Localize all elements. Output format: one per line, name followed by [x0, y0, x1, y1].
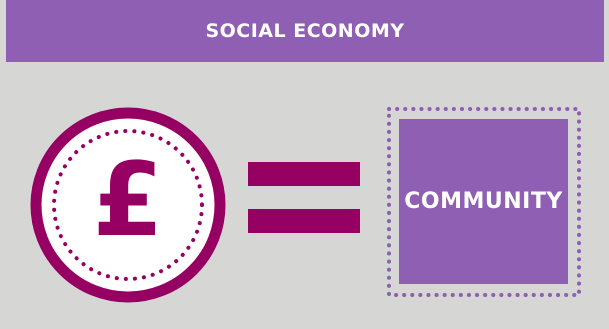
equation-panel: £ COMMUNITY	[6, 62, 604, 324]
header-title: SOCIAL ECONOMY	[205, 20, 405, 42]
header-banner: SOCIAL ECONOMY	[6, 0, 604, 62]
equals-sign-bottom-bar	[248, 209, 360, 233]
dotted-frame	[387, 107, 581, 297]
community-box: COMMUNITY	[399, 119, 568, 284]
community-label: COMMUNITY	[404, 189, 563, 214]
pound-coin-icon: £	[30, 107, 226, 303]
pound-symbol: £	[93, 141, 164, 260]
equals-sign-top-bar	[248, 162, 360, 186]
